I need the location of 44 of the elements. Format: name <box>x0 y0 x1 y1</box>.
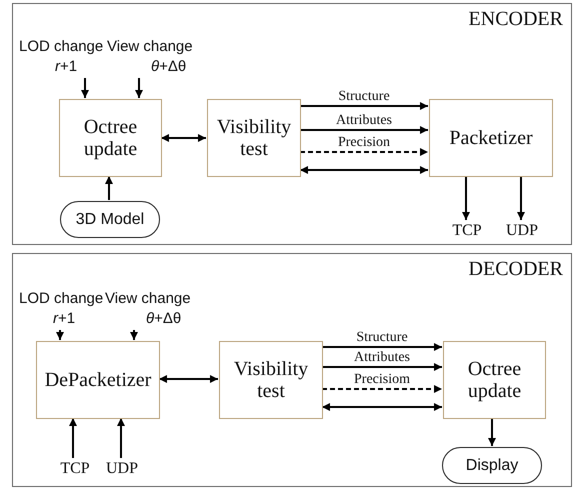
protocol-label: TCP <box>447 221 487 241</box>
arrow <box>300 148 428 156</box>
process-box: Packetizer <box>429 99 553 177</box>
input-value: θ+Δθ <box>151 57 186 77</box>
arrow <box>56 330 64 340</box>
input-label: LOD change <box>19 37 103 57</box>
protocol-label: UDP <box>102 459 142 479</box>
terminal-box: 3D Model <box>60 201 160 238</box>
arrow <box>300 126 428 134</box>
input-value: r+1 <box>55 57 78 77</box>
protocol-label: TCP <box>55 459 95 479</box>
arrow <box>322 385 442 393</box>
arrow <box>105 176 113 200</box>
process-box: DePacketizer <box>36 341 160 419</box>
input-label: LOD change <box>19 289 103 309</box>
arrow <box>322 343 442 351</box>
input-value: θ+Δθ <box>146 309 182 329</box>
arrow <box>488 418 496 446</box>
terminal-box: Display <box>442 447 542 484</box>
arrow <box>69 418 77 458</box>
arrow <box>300 166 428 174</box>
arrow <box>159 375 218 383</box>
input-label: View change <box>107 37 194 57</box>
panel-title: ENCODER <box>468 8 563 31</box>
arrow <box>462 176 470 220</box>
process-box: Octree update <box>59 99 162 177</box>
arrow <box>135 78 143 98</box>
input-label: View change <box>105 289 192 309</box>
panel-title: DECODER <box>468 258 563 281</box>
input-value: r+1 <box>53 309 76 329</box>
process-box: Visibility test <box>207 99 301 177</box>
arrow <box>322 363 442 371</box>
protocol-label: UDP <box>502 221 542 241</box>
arrow <box>81 78 89 98</box>
arrow <box>517 176 525 220</box>
process-box: Visibility test <box>219 341 323 419</box>
arrow <box>300 102 428 110</box>
arrow <box>130 330 138 340</box>
arrow <box>161 134 206 142</box>
arrow <box>117 418 125 458</box>
process-box: Octree update <box>443 341 546 419</box>
encoder-panel <box>12 3 572 245</box>
decoder-panel <box>12 253 572 487</box>
arrow <box>322 403 442 411</box>
